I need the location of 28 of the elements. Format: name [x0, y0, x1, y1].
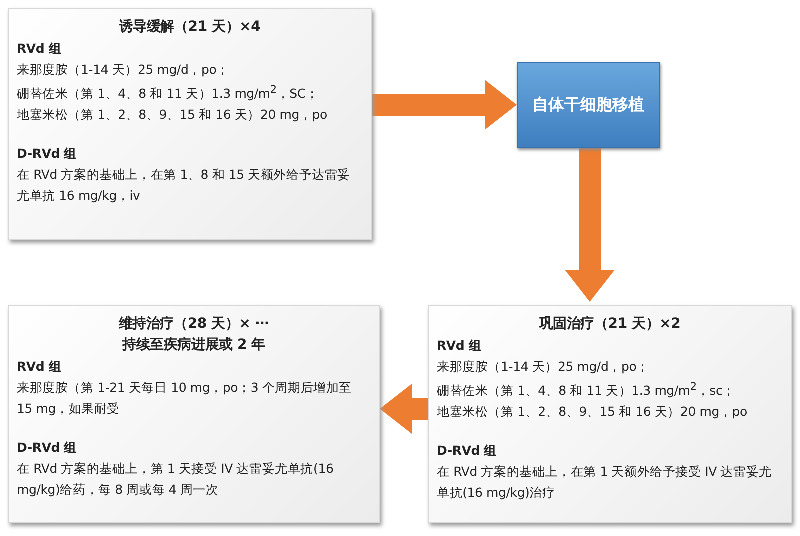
dosage-text: 硼替佐米（第 1、4、8 和 11 天）1.3 mg/m$^{2}$，SC；	[17, 83, 320, 104]
dosage-text: 来那度胺（1-14 天）25 mg/d，po；	[17, 61, 230, 79]
dosage-text: 在 RVd 方案的基础上，在第 1、8 和 15 天额外给予达雷妥尤单抗 16 mg/kg，iv	[17, 166, 352, 206]
group-label: D-RVd 组	[17, 439, 78, 457]
process-box	[517, 62, 660, 148]
stage-box	[428, 305, 792, 523]
stage-box	[8, 305, 380, 523]
group-label: D-RVd 组	[437, 442, 498, 460]
dosage-text: 在 RVd 方案的基础上，第 1 天接受 IV 达雷妥尤单抗(16 mg/kg)给药，每 8 周或每 4 周一次	[17, 460, 335, 499]
group-label: RVd 组	[17, 40, 63, 58]
dosage-text: 来那度胺（1-14 天）25 mg/d，po；	[437, 358, 650, 376]
arrow	[380, 384, 428, 434]
stage-title: 维持治疗（28 天）× ⋯	[118, 314, 270, 334]
stage-title: 巩固治疗（21 天）×2	[538, 315, 682, 334]
dosage-text: 地塞米松（第 1、2、8、9、15 和 16 天）20 mg，po	[17, 106, 328, 124]
group-label: D-RVd 组	[17, 145, 78, 164]
dosage-text: 硼替佐米（第 1、4、8 和 11 天）1.3 mg/m$^{2}$，sc；	[437, 380, 736, 400]
stage-title: 诱导缓解（21 天）×4	[118, 18, 262, 37]
arrow	[565, 148, 615, 302]
arrow	[372, 80, 517, 130]
dosage-text: 在 RVd 方案的基础上，在第 1 天额外给予接受 IV 达雷妥尤单抗(16 mg/kg)治疗	[437, 463, 773, 502]
group-label: RVd 组	[437, 337, 483, 355]
stage-title: 持续至疾病进展或 2 年	[121, 336, 267, 355]
stage-box	[8, 8, 372, 240]
dosage-text: 地塞米松（第 1、2、8、9、15 和 16 天）20 mg，po	[437, 403, 748, 422]
group-label: RVd 组	[17, 358, 63, 376]
dosage-text: 来那度胺（第 1-21 天每日 10 mg，po；3 个周期后增加至 15 mg，如果耐受	[17, 379, 353, 418]
box-label: 自体干细胞移植	[532, 94, 644, 116]
